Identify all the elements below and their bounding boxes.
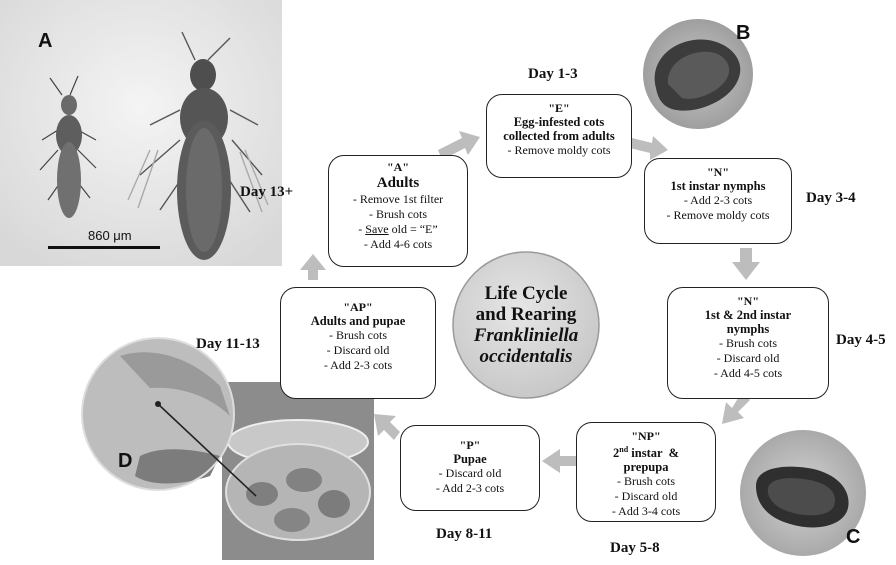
species-genus: Frankliniella: [474, 325, 579, 346]
instar-text: instar &: [628, 446, 679, 460]
stage-step: - Discard old: [401, 466, 539, 481]
stage-code: "N": [645, 165, 791, 179]
stage-step: - Remove moldy cots: [645, 208, 791, 223]
stage-step: - Add 4-6 cots: [329, 237, 467, 252]
stage-title: Egg-infested cots: [487, 115, 631, 129]
stage-box-e: "E" Egg-infested cots collected from adu…: [486, 94, 632, 178]
stage-step: - Discard old: [577, 489, 715, 504]
stage-step: - Add 2-3 cots: [281, 358, 435, 373]
center-line-4: occidentalis: [452, 346, 600, 367]
arrow-p-to-ap: [374, 414, 400, 440]
stage-step: - Discard old: [281, 343, 435, 358]
stage-code: "N": [668, 294, 828, 308]
species-epithet: occidentalis: [480, 346, 573, 367]
stage-step: - Remove 1st filter: [329, 192, 467, 207]
stage-title: Adults and pupae: [281, 314, 435, 328]
arrow-n1-to-n2: [732, 248, 760, 280]
stage-title-2: prepupa: [577, 460, 715, 474]
arrow-ap-to-a: [300, 254, 326, 280]
stage-box-p: "P" Pupae - Discard old - Add 2-3 cots: [400, 425, 540, 511]
stage-step-save: - Save old = “E”: [329, 222, 467, 237]
stage-title: Adults: [329, 174, 467, 192]
center-line-3: Frankliniella: [452, 325, 600, 346]
day-label-np: Day 5-8: [610, 540, 660, 557]
day-label-n2: Day 4-5: [836, 332, 886, 349]
day-label-ap: Day 11-13: [196, 336, 260, 353]
stage-box-n1: "N" 1st instar nymphs - Add 2-3 cots - R…: [644, 158, 792, 244]
save-rest: old = “E”: [389, 222, 438, 236]
stage-step: - Brush cots: [281, 328, 435, 343]
center-line-1: Life Cycle: [452, 283, 600, 304]
stage-box-a: "A" Adults - Remove 1st filter - Brush c…: [328, 155, 468, 267]
stage-title: 2nd instar &: [577, 443, 715, 460]
stage-step: - Remove moldy cots: [487, 143, 631, 158]
center-line-2: and Rearing: [452, 304, 600, 325]
stage-step: - Discard old: [668, 351, 828, 366]
stage-step: - Brush cots: [668, 336, 828, 351]
stage-title: Pupae: [401, 452, 539, 466]
stage-step: - Add 2-3 cots: [645, 193, 791, 208]
stage-step: - Add 3-4 cots: [577, 504, 715, 519]
center-title: Life Cycle and Rearing Frankliniella occ…: [452, 283, 600, 367]
stage-code: "NP": [577, 429, 715, 443]
arrow-np-to-p: [542, 449, 576, 473]
day-label-p: Day 8-11: [436, 526, 492, 543]
stage-step: - Add 2-3 cots: [401, 481, 539, 496]
save-word: Save: [365, 222, 388, 236]
day-label-e: Day 1-3: [528, 66, 578, 83]
stage-title-2: nymphs: [668, 322, 828, 336]
stage-title: 1st & 2nd instar: [668, 308, 828, 322]
stage-title: 1st instar nymphs: [645, 179, 791, 193]
stage-step: - Brush cots: [329, 207, 467, 222]
stage-code: "AP": [281, 300, 435, 314]
stage-code: "E": [487, 101, 631, 115]
stage-code: "P": [401, 438, 539, 452]
arrow-e-to-n1: [630, 136, 668, 160]
stage-step: - Add 4-5 cots: [668, 366, 828, 381]
day-label-n1: Day 3-4: [806, 190, 856, 207]
stage-box-ap: "AP" Adults and pupae - Brush cots - Dis…: [280, 287, 436, 399]
stage-box-np: "NP" 2nd instar & prepupa - Brush cots -…: [576, 422, 716, 522]
stage-step: - Brush cots: [577, 474, 715, 489]
stage-code: "A": [329, 160, 467, 174]
instar-suffix: nd: [619, 445, 628, 454]
stage-box-n2: "N" 1st & 2nd instar nymphs - Brush cots…: [667, 287, 829, 399]
stage-title-2: collected from adults: [487, 129, 631, 143]
day-label-a: Day 13+: [240, 184, 293, 201]
